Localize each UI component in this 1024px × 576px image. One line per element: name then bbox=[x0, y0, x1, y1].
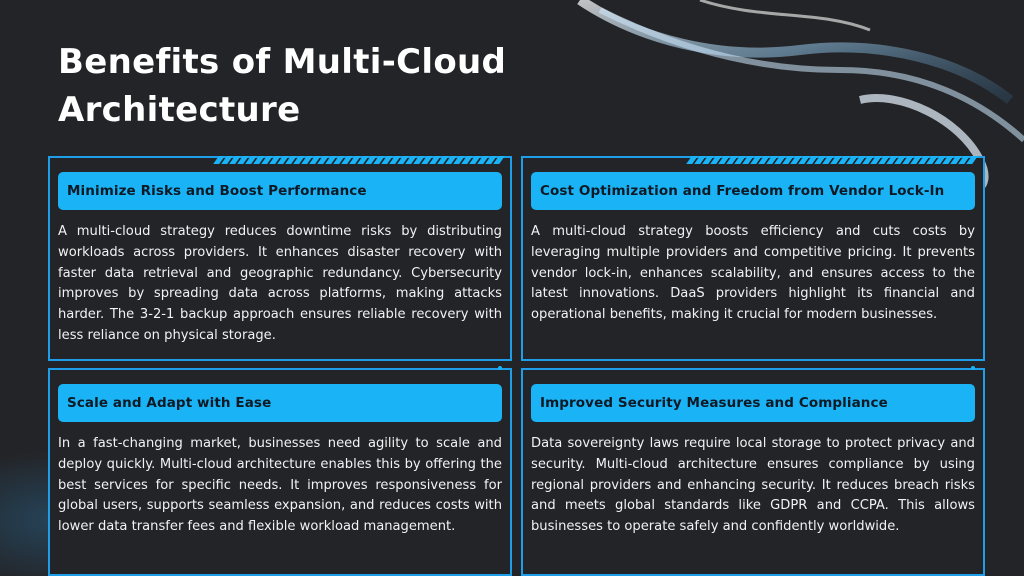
decorative-dot bbox=[498, 366, 502, 370]
page-title: Benefits of Multi-Cloud Architecture bbox=[58, 42, 507, 130]
card-heading: Improved Security Measures and Complianc… bbox=[540, 395, 888, 411]
card-scale-adapt: Scale and Adapt with Ease In a fast-chan… bbox=[48, 366, 512, 576]
card-body: Data sovereignty laws require local stor… bbox=[531, 436, 975, 535]
card-heading: Cost Optimization and Freedom from Vendo… bbox=[540, 183, 945, 199]
card-heading: Scale and Adapt with Ease bbox=[67, 395, 272, 411]
card-header: Minimize Risks and Boost Performance bbox=[58, 172, 502, 210]
card-heading: Minimize Risks and Boost Performance bbox=[67, 183, 367, 199]
card-cost-optimization: Cost Optimization and Freedom from Vendo… bbox=[521, 156, 985, 361]
decorative-stripes bbox=[212, 156, 505, 166]
card-body: A multi-cloud strategy reduces downtime … bbox=[58, 224, 502, 343]
card-body: A multi-cloud strategy boosts efficiency… bbox=[531, 224, 975, 323]
card-body: In a fast-changing market, businesses ne… bbox=[58, 436, 502, 535]
card-header: Cost Optimization and Freedom from Vendo… bbox=[531, 172, 975, 210]
decorative-dot bbox=[971, 366, 975, 370]
card-security-compliance: Improved Security Measures and Complianc… bbox=[521, 366, 985, 576]
card-minimize-risks: Minimize Risks and Boost Performance A m… bbox=[48, 156, 512, 361]
decorative-stripes bbox=[685, 156, 978, 166]
card-header: Improved Security Measures and Complianc… bbox=[531, 384, 975, 422]
card-header: Scale and Adapt with Ease bbox=[58, 384, 502, 422]
